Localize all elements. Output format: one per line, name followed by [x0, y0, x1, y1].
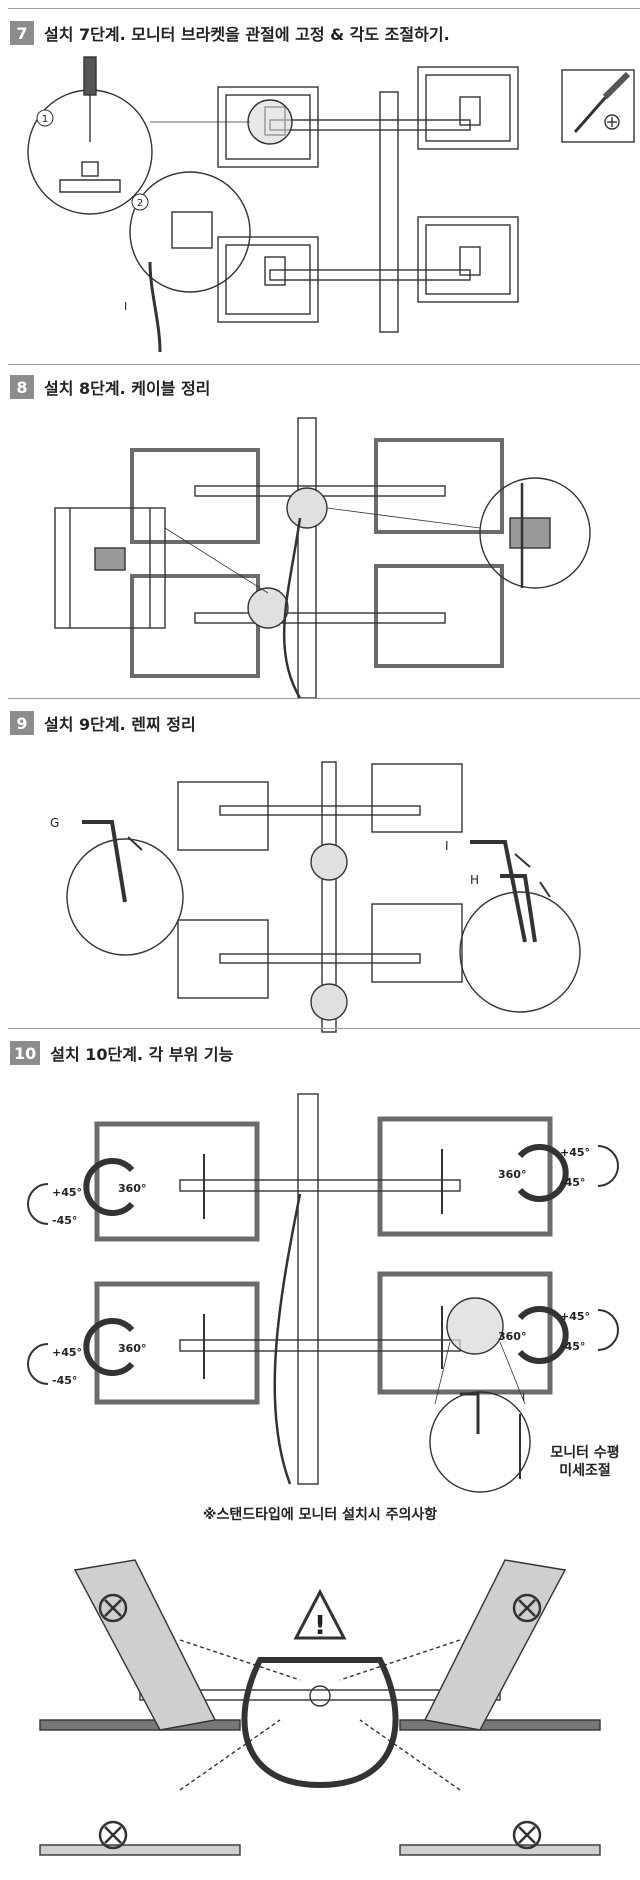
step-10-illustration: 360° 360° 360° 360° +45° -45° +45° -45° …: [27, 1093, 619, 1493]
step-10-tilt-up-r1: +45°: [560, 1146, 590, 1159]
step-7-illustration: 1 2 I: [27, 56, 635, 352]
step-10-number: 10: [10, 1041, 41, 1065]
step-9-label-h: H: [470, 873, 479, 887]
step-10-tilt-up-r2: +45°: [560, 1310, 590, 1323]
divider-9: [8, 698, 640, 699]
warning-icon: !: [314, 1611, 326, 1641]
step-10-tilt-up-l1: +45°: [52, 1186, 82, 1199]
step-8-number: 8: [10, 375, 34, 399]
step-7-header: 7 설치 7단계. 모니터 브라켓을 관절에 고정 & 각도 조절하기.: [10, 20, 450, 46]
caution-illustration: !: [39, 1559, 601, 1856]
step-9-number: 9: [10, 711, 34, 735]
step-9-label-i: I: [445, 839, 449, 853]
step-7-callout-2: 2: [137, 198, 143, 209]
step-10-rotate-tr: 360°: [498, 1168, 526, 1181]
caution-title: ※스탠드타입에 모니터 설치시 주의사항: [202, 1507, 438, 1523]
step-10-title: 설치 10단계. 각 부위 기능: [50, 1045, 234, 1064]
step-7-part-label: I: [124, 300, 127, 313]
step-10-rotate-tl: 360°: [118, 1182, 146, 1195]
step-9-illustration: G I H: [50, 761, 581, 1033]
step-8-title: 설치 8단계. 케이블 정리: [44, 379, 211, 398]
step-8-illustration: [54, 417, 591, 699]
step-10-tilt-up-l2: +45°: [52, 1346, 82, 1359]
step-10-tilt-down-l2: -45°: [52, 1374, 77, 1387]
step-7-callout-1: 1: [42, 114, 48, 125]
divider-8: [8, 364, 640, 365]
step-9-header: 9 설치 9단계. 렌찌 정리: [10, 710, 196, 736]
step-10-tilt-down-r1: -45°: [560, 1176, 585, 1189]
step-7-title: 설치 7단계. 모니터 브라켓을 관절에 고정 & 각도 조절하기.: [44, 25, 450, 44]
step-10-part-label: I: [522, 1391, 525, 1404]
fine-adjust-line-2: 미세조절: [559, 1463, 611, 1479]
fine-adjust-line-1: 모니터 수평: [550, 1445, 620, 1461]
fine-adjust-caption: 모니터 수평 미세조절: [530, 1444, 640, 1480]
step-10-tilt-down-l1: -45°: [52, 1214, 77, 1227]
step-7-number: 7: [10, 21, 34, 45]
step-9-label-g: G: [50, 816, 59, 830]
step-10-rotate-br: 360°: [498, 1330, 526, 1343]
step-10-tilt-down-r2: -45°: [560, 1340, 585, 1353]
step-9-title: 설치 9단계. 렌찌 정리: [44, 715, 196, 734]
step-10-rotate-bl: 360°: [118, 1342, 146, 1355]
step-10-header: 10 설치 10단계. 각 부위 기능: [10, 1040, 233, 1066]
step-8-header: 8 설치 8단계. 케이블 정리: [10, 374, 210, 400]
divider-top: [8, 8, 640, 9]
divider-10: [8, 1028, 640, 1029]
